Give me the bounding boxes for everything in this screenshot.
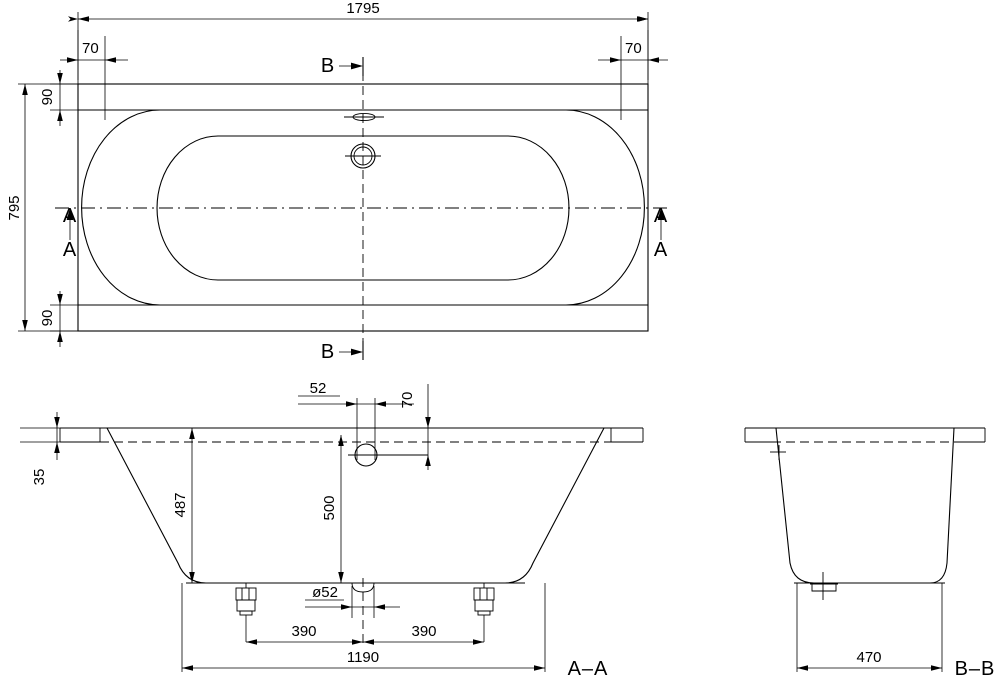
section-b-top-label: B — [321, 55, 335, 77]
dim-90-bottom-label: 90 — [39, 310, 56, 327]
dim-1795-label: 1795 — [346, 0, 379, 17]
section-bb-label: B–B — [955, 658, 996, 680]
bb-tub-profile — [775, 427, 955, 584]
dim-390-right-label: 390 — [411, 623, 436, 640]
section-b-bottom-label: B — [321, 341, 335, 363]
dim-500-label: 500 — [321, 495, 338, 520]
dim-470-label: 470 — [856, 649, 881, 666]
dim-70-left-label: 70 — [82, 40, 99, 57]
dim-90-top-label: 90 — [39, 89, 56, 106]
dim-52-label: 52 — [310, 380, 327, 397]
plan-view-group: 1795 70 70 795 90 90 — [6, 0, 672, 363]
section-a-left-top-label: A — [63, 205, 77, 227]
dim-390-left-label: 390 — [291, 623, 316, 640]
plan-bowl-outer — [81, 109, 645, 306]
section-a-right-top-label: A — [654, 205, 668, 227]
dim-1190-label: 1190 — [347, 649, 379, 666]
dim-487-label: 487 — [172, 492, 189, 517]
bb-drain-bump — [811, 583, 837, 592]
aa-foot-left — [235, 583, 257, 616]
aa-foot-right — [473, 583, 495, 616]
dim-70-right-label: 70 — [625, 40, 642, 57]
section-aa-group: 52 70 35 487 500 ø52 — [20, 380, 644, 680]
dim-795-label: 795 — [6, 195, 23, 220]
plan-bowl-inner — [156, 135, 570, 281]
section-bb-group: 470 B–B — [744, 427, 996, 680]
section-aa-label: A–A — [568, 658, 609, 680]
section-a-left-bottom-label: A — [63, 239, 77, 261]
dim-d52-label: ø52 — [312, 584, 338, 601]
dim-35-label: 35 — [31, 469, 48, 486]
section-a-right-bottom-label: A — [654, 239, 668, 261]
dim-70-overflow-label: 70 — [399, 392, 416, 409]
